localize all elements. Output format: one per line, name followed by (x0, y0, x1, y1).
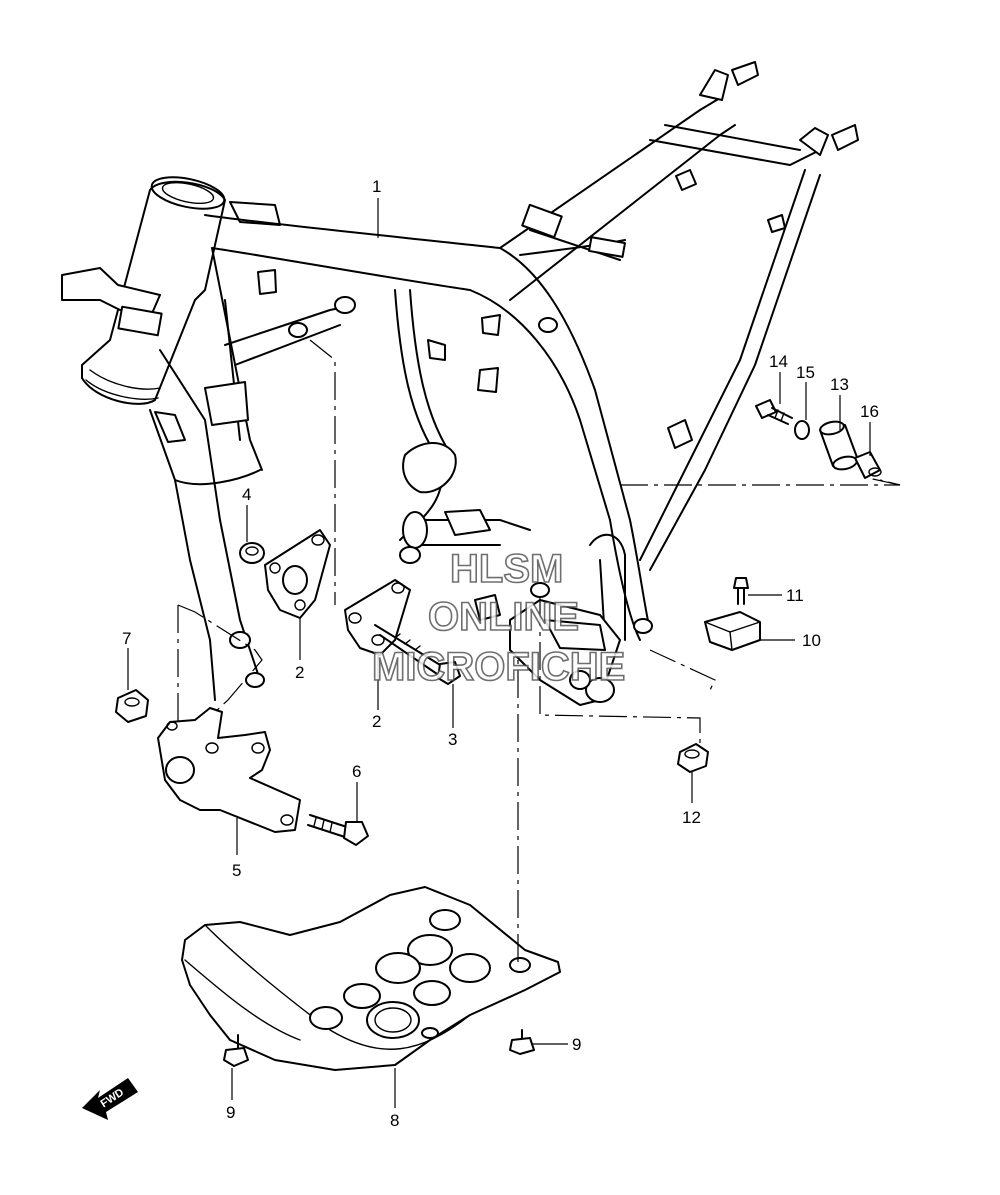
bolt-part-9-left (223, 1034, 249, 1067)
assembly-lines (177, 339, 901, 962)
nut-part-4 (239, 542, 265, 564)
bolt-part-9-right (509, 1029, 535, 1055)
frame-assembly (61, 61, 859, 706)
callout-13: 13 (830, 375, 849, 394)
fwd-arrow-icon: FWD (82, 1078, 138, 1120)
watermark-line-1: HLSM (450, 547, 563, 591)
bracket-part-5 (157, 707, 301, 833)
callout-1: 1 (372, 177, 381, 196)
callout-7: 7 (122, 629, 131, 648)
callout-6: 6 (352, 762, 361, 781)
callout-15: 15 (796, 363, 815, 382)
callout-3: 3 (448, 730, 457, 749)
callout-16: 16 (860, 402, 879, 421)
bolt-part-11 (733, 577, 749, 605)
washer-part-15 (794, 420, 810, 440)
callout-2-left: 2 (295, 663, 304, 682)
bolt-part-3 (374, 624, 461, 685)
callout-8: 8 (390, 1111, 399, 1130)
watermark-line-2: ONLINE (428, 595, 579, 639)
collar-part-13 (819, 420, 859, 471)
callout-9-left: 9 (226, 1103, 235, 1122)
callout-labels: 1 2 2 3 4 5 6 7 8 9 9 10 11 12 13 14 15 … (122, 177, 879, 1130)
callout-11: 11 (786, 586, 804, 605)
engine-mount-plate-left (264, 529, 331, 619)
rubber-block-part-10 (704, 611, 761, 651)
nut-part-12 (677, 743, 709, 773)
callout-2-right: 2 (372, 712, 381, 731)
bolt-part-14 (755, 399, 793, 425)
top-main-rail (204, 214, 501, 249)
watermark: HLSM ONLINE MICROFICHE (371, 546, 626, 690)
nut-part-7 (115, 689, 149, 723)
callout-4: 4 (242, 485, 251, 504)
callout-9-right: 9 (572, 1035, 581, 1054)
engine-mount-plate-right (344, 579, 411, 656)
spacer-part-16 (854, 451, 882, 479)
callout-5: 5 (232, 861, 241, 880)
callout-12: 12 (682, 808, 701, 827)
leader-lines (127, 198, 871, 1108)
watermark-line-3: MICROFICHE (372, 645, 625, 689)
callout-14: 14 (769, 352, 788, 371)
skid-plate-part-8 (181, 886, 561, 1071)
bolt-part-6 (307, 814, 369, 846)
callout-10: 10 (802, 631, 821, 650)
